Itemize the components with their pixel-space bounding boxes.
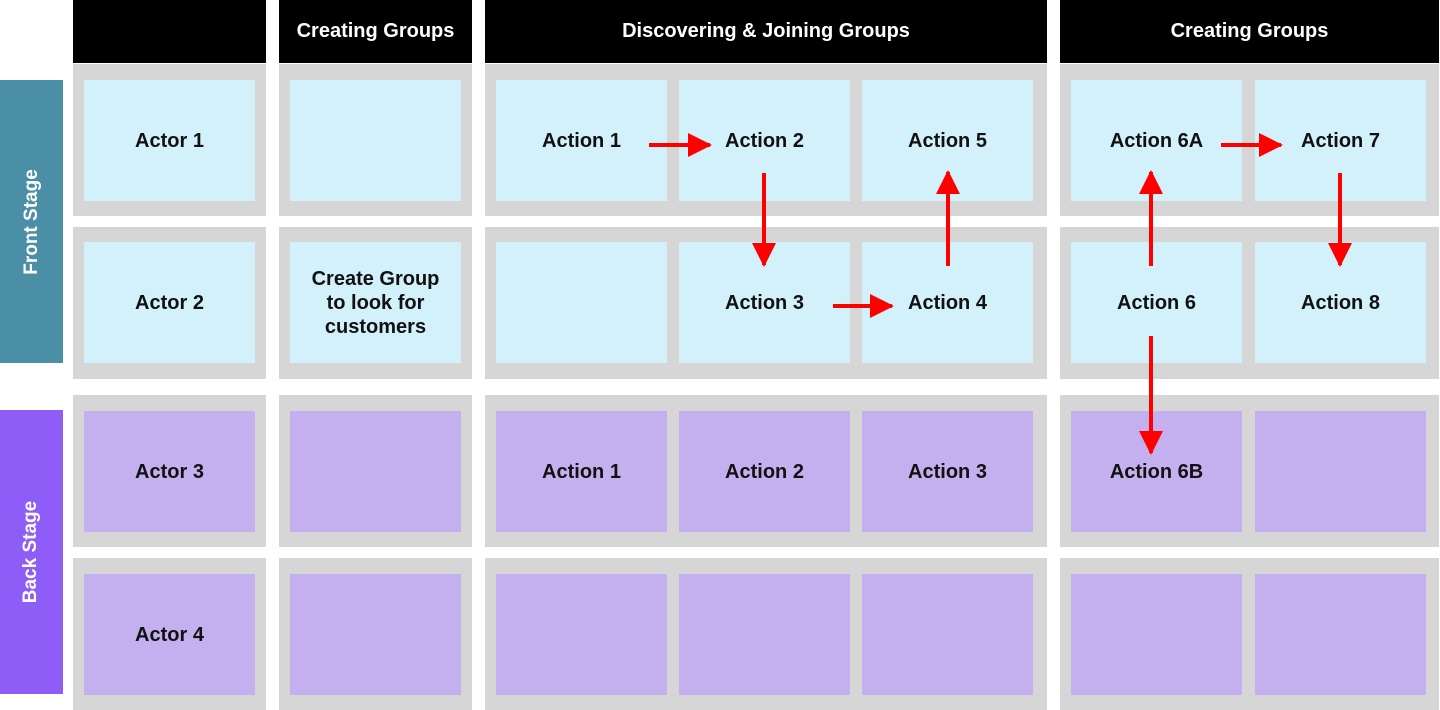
step-card: Create Group to look for customers	[290, 242, 461, 363]
action-card: Action 7	[1255, 80, 1426, 201]
header-creating-groups-2: Creating Groups	[1060, 0, 1439, 63]
action-card: Action 6B	[1071, 411, 1242, 532]
action-card: Action 8	[1255, 242, 1426, 363]
action-card: Action 6A	[1071, 80, 1242, 201]
actor-3-card: Actor 3	[84, 411, 255, 532]
step-card	[290, 80, 461, 201]
action-card: Action 3	[862, 411, 1033, 532]
header-actor-column	[73, 0, 266, 63]
action-card: Action 2	[679, 411, 850, 532]
action-card	[1255, 411, 1426, 532]
actor-2-card: Actor 2	[84, 242, 255, 363]
action-card	[862, 574, 1033, 695]
action-card: Action 1	[496, 411, 667, 532]
action-card	[679, 574, 850, 695]
actor-4-card: Actor 4	[84, 574, 255, 695]
action-card	[496, 574, 667, 695]
action-card: Action 3	[679, 242, 850, 363]
action-card: Action 2	[679, 80, 850, 201]
action-card	[1071, 574, 1242, 695]
action-card	[1255, 574, 1426, 695]
action-card: Action 1	[496, 80, 667, 201]
action-card	[496, 242, 667, 363]
step-card	[290, 574, 461, 695]
header-discovering-joining-groups: Discovering & Joining Groups	[485, 0, 1047, 63]
back-stage-label: Back Stage	[0, 410, 63, 694]
actor-1-card: Actor 1	[84, 80, 255, 201]
action-card: Action 4	[862, 242, 1033, 363]
action-card: Action 5	[862, 80, 1033, 201]
step-card	[290, 411, 461, 532]
header-creating-groups: Creating Groups	[279, 0, 472, 63]
front-stage-label: Front Stage	[0, 80, 63, 363]
action-card: Action 6	[1071, 242, 1242, 363]
